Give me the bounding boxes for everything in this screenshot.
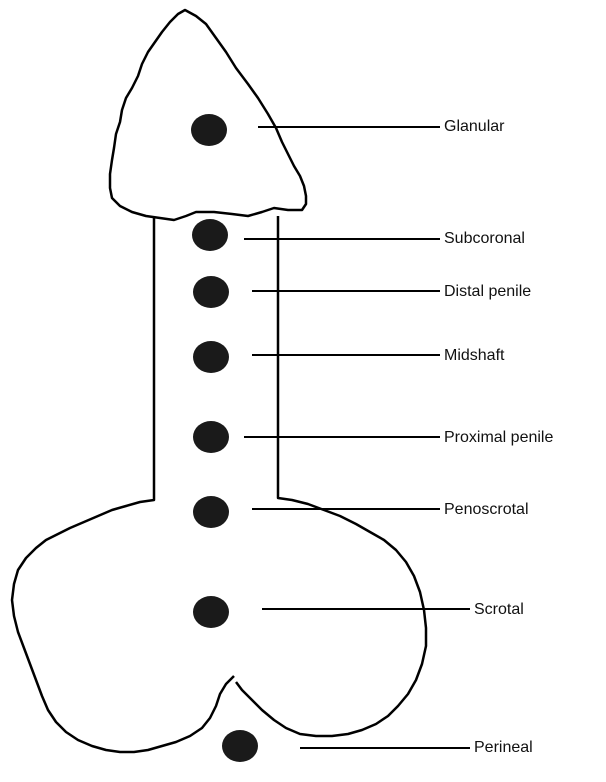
marker-perineal (222, 730, 258, 762)
shaft-right-outline (236, 216, 426, 736)
marker-glanular (191, 114, 227, 146)
label-subcoronal: Subcoronal (444, 230, 525, 248)
marker-scrotal (193, 596, 229, 628)
label-distal-penile: Distal penile (444, 283, 531, 301)
label-midshaft: Midshaft (444, 347, 504, 365)
marker-penoscrotal (193, 496, 229, 528)
marker-midshaft (193, 341, 229, 373)
label-scrotal: Scrotal (474, 601, 524, 619)
label-proximal-penile: Proximal penile (444, 429, 553, 447)
marker-proximal-penile (193, 421, 229, 453)
label-glanular: Glanular (444, 118, 504, 136)
marker-distal-penile (193, 276, 229, 308)
label-penoscrotal: Penoscrotal (444, 501, 529, 519)
marker-subcoronal (192, 219, 228, 251)
label-perineal: Perineal (474, 739, 533, 757)
